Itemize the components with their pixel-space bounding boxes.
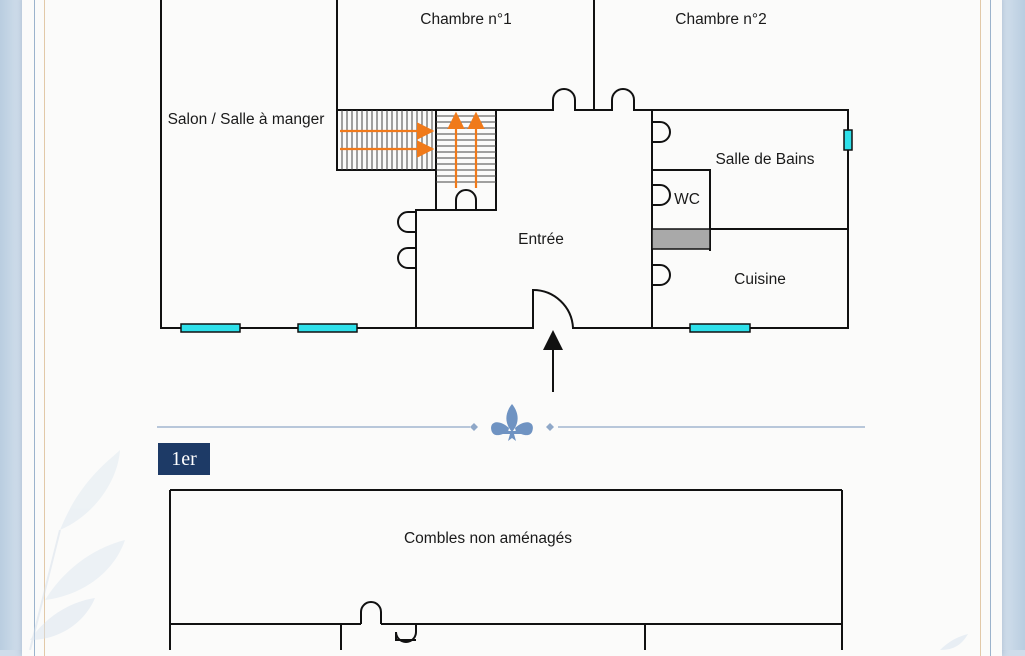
room-label-entree: Entrée: [518, 231, 564, 248]
staircase-upper-flight: [436, 115, 496, 183]
room-label-salon: Salon / Salle à manger: [168, 111, 325, 128]
level-badge-first-floor: 1er: [158, 443, 210, 475]
room-label-chambre1: Chambre n°1: [420, 11, 512, 28]
stair-direction-arrows: [340, 111, 485, 188]
windows: [180, 129, 853, 333]
door-swings: [397, 88, 671, 329]
room-label-wc: WC: [674, 191, 700, 208]
room-label-combles: Combles non aménagés: [404, 530, 572, 547]
wc-cistern: [651, 228, 711, 250]
staircase-lower-flight: [341, 110, 433, 170]
leaf-decoration-right-icon: [940, 634, 968, 650]
section-divider: [157, 404, 865, 441]
room-label-cuisine: Cuisine: [734, 271, 786, 288]
sheet-border-outer: [34, 0, 991, 656]
room-label-chambre2: Chambre n°2: [675, 11, 767, 28]
leaf-decoration-icon: [29, 450, 125, 650]
room-label-salle-de-bains: Salle de Bains: [715, 151, 814, 168]
first-floor-walls: [169, 489, 843, 650]
sheet-border-inner: [44, 0, 981, 656]
fleur-de-lis-icon: [491, 404, 533, 441]
